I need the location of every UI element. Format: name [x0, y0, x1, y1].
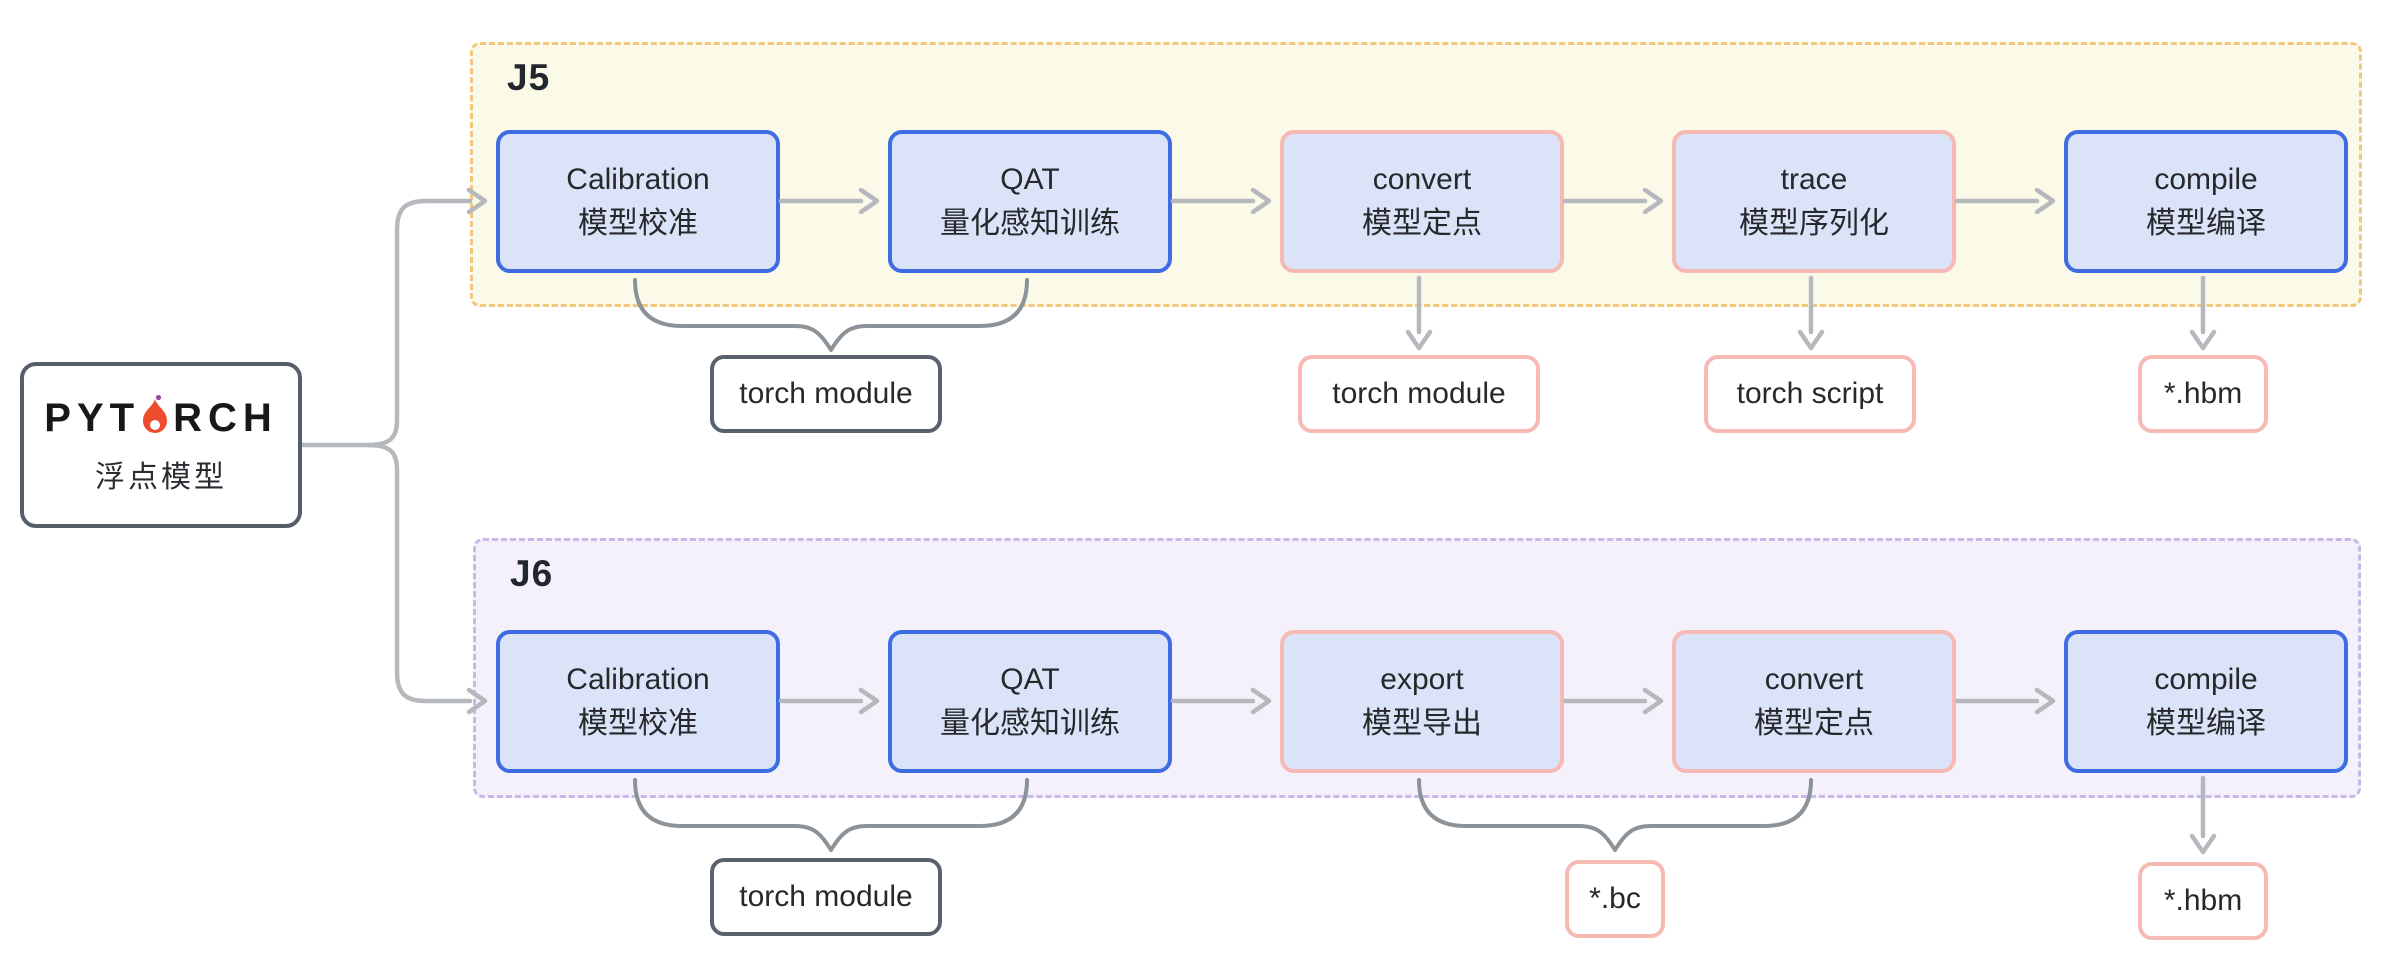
j6-group: J6 Calibration 模型校准 QAT 量化感知训练 export 模型…: [473, 538, 2361, 798]
output-j5-convert-torch-module: torch module: [1298, 355, 1540, 433]
j5-group: J5 Calibration 模型校准 QAT 量化感知训练 convert 模…: [470, 42, 2362, 307]
step-subtitle: 量化感知训练: [940, 706, 1120, 740]
step-j6-convert: convert 模型定点: [1672, 630, 1956, 773]
pytorch-source-node: PYT RCH 浮点模型: [20, 362, 302, 528]
step-subtitle: 模型定点: [1754, 706, 1874, 740]
arrowhead: [2189, 833, 2217, 855]
j5-group-label: J5: [507, 57, 551, 98]
output-j5-torch-module: torch module: [710, 355, 942, 433]
step-title: Calibration: [566, 662, 710, 696]
step-j6-export: export 模型导出: [1280, 630, 1564, 773]
step-subtitle: 模型校准: [578, 706, 698, 740]
output-label: torch script: [1736, 377, 1884, 410]
output-label: *.hbm: [2163, 377, 2243, 410]
source-subtitle: 浮点模型: [95, 461, 227, 494]
fork-branch-up: [365, 198, 473, 448]
step-j5-trace: trace 模型序列化: [1672, 130, 1956, 273]
j6-group-label: J6: [510, 553, 554, 594]
fork-branch-down: [365, 442, 473, 704]
step-title: compile: [2154, 162, 2258, 196]
step-subtitle: 模型编译: [2146, 706, 2266, 740]
step-title: trace: [1780, 162, 1848, 196]
step-j5-qat: QAT 量化感知训练: [888, 130, 1172, 273]
step-title: convert: [1764, 662, 1864, 696]
step-j6-compile: compile 模型编译: [2064, 630, 2348, 773]
step-title: export: [1380, 662, 1464, 696]
arrowhead: [1405, 329, 1433, 351]
step-subtitle: 量化感知训练: [940, 206, 1120, 240]
step-subtitle: 模型校准: [578, 206, 698, 240]
output-label: torch module: [739, 880, 913, 913]
output-j5-torch-script: torch script: [1704, 355, 1916, 433]
output-j6-hbm-file: *.hbm: [2138, 862, 2268, 940]
step-title: convert: [1372, 162, 1472, 196]
step-title: QAT: [1000, 662, 1060, 696]
step-title: compile: [2154, 662, 2258, 696]
output-label: *.hbm: [2163, 884, 2243, 917]
step-title: QAT: [1000, 162, 1060, 196]
pytorch-logo: PYT RCH: [44, 394, 277, 442]
step-j5-compile: compile 模型编译: [2064, 130, 2348, 273]
output-j6-bc-file: *.bc: [1565, 860, 1665, 938]
step-subtitle: 模型编译: [2146, 206, 2266, 240]
step-subtitle: 模型序列化: [1739, 206, 1889, 240]
step-j5-convert: convert 模型定点: [1280, 130, 1564, 273]
arrowhead: [2189, 329, 2217, 351]
output-j5-hbm-file: *.hbm: [2138, 355, 2268, 433]
step-subtitle: 模型定点: [1362, 206, 1482, 240]
output-j6-torch-module: torch module: [710, 858, 942, 936]
step-j6-qat: QAT 量化感知训练: [888, 630, 1172, 773]
pytorch-logo-text-right: RCH: [173, 395, 278, 440]
output-label: torch module: [1332, 377, 1506, 410]
output-label: *.bc: [1589, 882, 1641, 915]
step-title: Calibration: [566, 162, 710, 196]
step-j6-calibration: Calibration 模型校准: [496, 630, 780, 773]
step-subtitle: 模型导出: [1362, 706, 1482, 740]
output-label: torch module: [739, 377, 913, 410]
step-j5-calibration: Calibration 模型校准: [496, 130, 780, 273]
pytorch-logo-text-left: PYT: [44, 395, 141, 440]
arrowhead: [1797, 329, 1825, 351]
torch-flame-icon: [143, 394, 168, 433]
